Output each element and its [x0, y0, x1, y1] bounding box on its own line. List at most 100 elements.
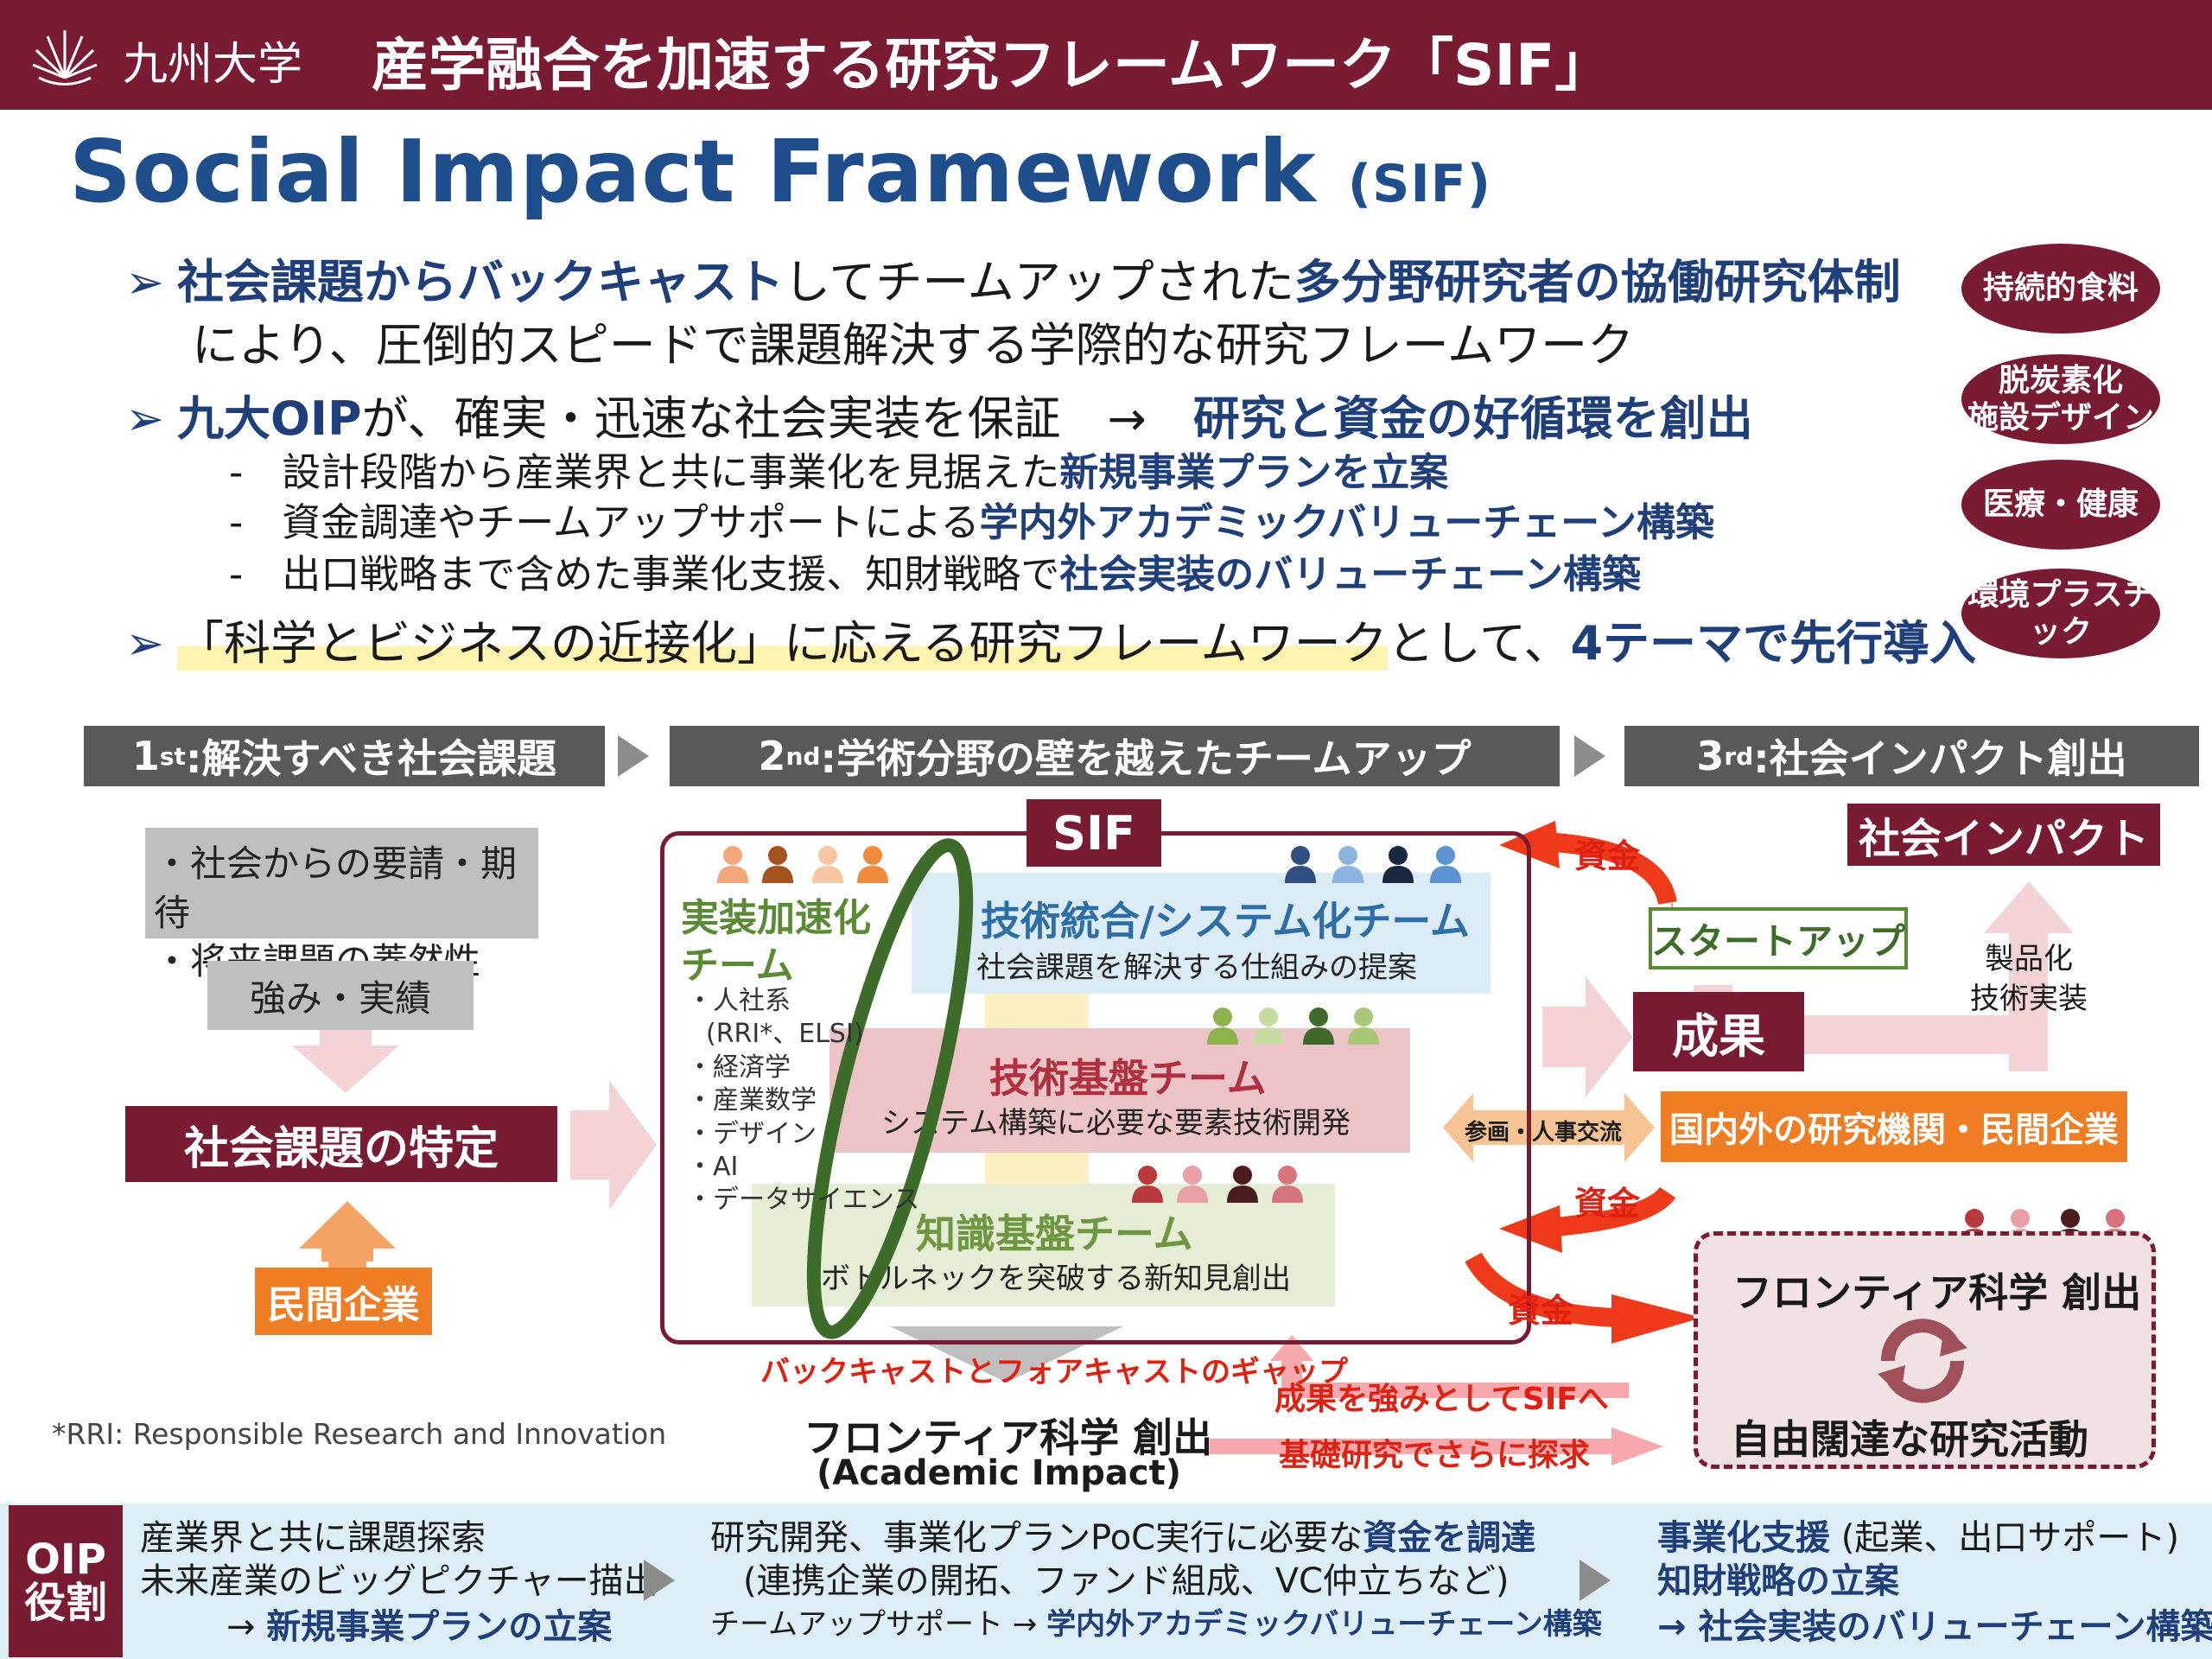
identify-box: 社会課題の特定 [125, 1106, 557, 1182]
accel-item: ・デザイン [687, 1118, 817, 1149]
theme-pill-food: 持続的食料 [1961, 244, 2160, 334]
footer-col1-line1: 産業界と共に課題探索 [140, 1518, 486, 1558]
oip-label-1: OIP [25, 1535, 106, 1584]
accel-team-title: 実装加速化 チーム [681, 894, 871, 989]
bullet-1-bold: 社会課題からバックキャスト [177, 255, 784, 309]
bullet-2: ➢九大OIPが、確実・迅速な社会実装を保証 → 研究と資金の好循環を創出 [125, 380, 1753, 448]
frontier-box-subtitle: 自由闊達な研究活動 [1731, 1416, 2088, 1463]
accel-team-list: ・人社系 (RRI*、ELSI) ・経済学 ・産業数学 ・デザイン ・AI ・デ… [687, 985, 919, 1217]
sub-bullet-3-text: - 出口戦略まで含めた事業化支援、知財戦略で [229, 551, 1060, 597]
cycle-icon [1878, 1319, 1967, 1403]
footer-col2-line1: 研究開発、事業化プランPoC実行に必要な資金を調達 [710, 1510, 1535, 1560]
bullet-1: ➢社会課題からバックキャストしてチームアップされた多分野研究者の協働研究体制 [125, 244, 1901, 312]
step-2-label: :学術分野の壁を越えたチームアップ [820, 735, 1471, 782]
tech-integration-desc: 社会課題を解決する仕組みの提案 [976, 950, 1417, 985]
academic-frontier-title: フロンティア科学 創出 [804, 1414, 1213, 1461]
footer-col1-line3: → 新規事業プランの立案 [226, 1599, 612, 1649]
accel-team-ellipse [806, 838, 974, 1339]
frontier-box: フロンティア科学 創出 自由闊達な研究活動 [1694, 1231, 2156, 1469]
bullet-arrow-icon: ➢ [125, 391, 165, 446]
sub-bullet-2-text: - 資金調達やチームアップサポートによる [229, 499, 980, 545]
header-title: 産学融合を加速する研究フレームワーク「SIF」 [372, 32, 1612, 99]
step-arrow-icon [1574, 735, 1605, 777]
footer-col1-bold: 新規事業プランの立案 [266, 1607, 613, 1647]
footer-col3-text: (起業、出口サポート) [1840, 1518, 2179, 1558]
startup-box: スタートアップ [1649, 907, 1908, 969]
tech-integration-title: 技術統合/システム化チーム [981, 898, 1471, 944]
tech-base-title: 技術基盤チーム [989, 1055, 1267, 1102]
bullet-arrow-icon: ➢ [125, 255, 165, 309]
sub-bullet-3: - 出口戦略まで含めた事業化支援、知財戦略で社会実装のバリューチェーン構築 [229, 543, 1641, 599]
bullet-arrow-icon: ➢ [125, 616, 165, 671]
frontier-box-title: フロンティア科学 創出 [1732, 1269, 2142, 1316]
footer-col3-line2: 知財戦略の立案 [1657, 1561, 1899, 1601]
university-emblem-icon [32, 30, 98, 86]
footer-col3-bold: 事業化支援 [1657, 1518, 1830, 1558]
exchange-label: 参画・人事交流 [1465, 1120, 1623, 1146]
feedback-label-2: 基礎研究でさらに探求 [1279, 1438, 1591, 1473]
bullet-1-bold2: 多分野研究者の協働研究体制 [1294, 255, 1901, 309]
knowledge-base-title: 知識基盤チーム [916, 1211, 1193, 1257]
step-1-sup: st [159, 741, 186, 771]
footer-arrow: → [226, 1607, 256, 1647]
sub-bullet-2: - 資金調達やチームアップサポートによる学内外アカデミックバリューチェーン構築 [229, 491, 1714, 547]
step-arrow-icon [618, 735, 649, 777]
social-impact-box: 社会インパクト [1847, 804, 2160, 866]
footer-arrow-icon [644, 1560, 675, 1601]
knowledge-base-team: 知識基盤チーム ボトルネックを突破する新知見創出 [752, 1184, 1335, 1306]
footer-col2-text: 研究開発、事業化プランPoC実行に必要な [710, 1518, 1363, 1558]
footer-col3-line3: → 社会実装のバリューチェーン構築 [1657, 1607, 2212, 1647]
step-3-label: :社会インパクト創出 [1753, 735, 2127, 782]
bullet-3-bold: 4テーマで先行導入 [1570, 616, 1977, 671]
university-name: 九州大学 [123, 39, 303, 91]
theme-pill-plastic: 環境プラスチック [1961, 569, 2160, 658]
productize-line-1: 製品化 [1985, 942, 2073, 976]
sub-bullet-1: - 設計段階から産業界と共に事業化を見据えた新規事業プランを立案 [229, 441, 1448, 497]
footer-col2-l3-text: チームアップサポート → [710, 1607, 1038, 1642]
footer-col1-line2: 未来産業のビッグピクチャー描出 [140, 1561, 658, 1601]
step-2-sup: nd [785, 741, 821, 771]
page-title-text: Social Impact Framework [69, 121, 1317, 222]
sub-bullet-1-text: - 設計段階から産業界と共に事業化を見据えた [229, 449, 1060, 495]
accel-team-title-2: チーム [681, 944, 794, 988]
bullet-3-text: として、 [1387, 616, 1571, 671]
result-box: 成果 [1633, 992, 1804, 1071]
footer-arrow-icon [1580, 1560, 1611, 1601]
oip-role-label: OIP 役割 [9, 1505, 123, 1657]
gap-label: バックキャストとフォアキャストのギャップ [760, 1355, 1348, 1389]
theme-pill-health: 医療・健康 [1961, 460, 2160, 550]
sub-bullet-3-bold: 社会実装のバリューチェーン構築 [1059, 551, 1642, 597]
tech-base-desc: システム構築に必要な要素技術開発 [881, 1106, 1351, 1141]
private-company-box: 民間企業 [255, 1268, 432, 1335]
oip-label-2: 役割 [23, 1579, 107, 1627]
footer-bar [0, 1503, 2212, 1659]
step-2-num: 2 [758, 733, 786, 779]
fund-label-3: 資金 [1508, 1292, 1574, 1330]
accel-item: ・経済学 [687, 1052, 791, 1083]
page-title-abbr: (SIF) [1347, 154, 1492, 214]
accel-item: ・AI [687, 1151, 739, 1182]
bullet-2-bold2: 研究と資金の好循環を創出 [1192, 391, 1753, 446]
step-1-label: :解決すべき社会課題 [185, 735, 557, 782]
accel-team-title-1: 実装加速化 [681, 896, 871, 940]
strength-box: 強み・実績 [207, 961, 474, 1030]
knowledge-base-desc: ボトルネックを突破する新知見創出 [821, 1262, 1291, 1296]
bullet-2-bold: 九大OIP [177, 391, 362, 446]
footer-col2-bold: 資金を調達 [1363, 1518, 1536, 1558]
bullet-3: ➢「科学とビジネスの近接化」に応える研究フレームワークとして、4テーマで先行導入 [125, 605, 1976, 673]
footer-col2-l3-bold: 学内外アカデミックバリューチェーン構築 [1046, 1607, 1602, 1642]
feedback-label-1: 成果を強みとしてSIFへ [1274, 1382, 1609, 1417]
bullet-1-text: してチームアップされた [784, 255, 1294, 309]
theme-pill-decarbon: 脱炭素化 施設デザイン [1961, 354, 2160, 444]
sub-bullet-2-bold: 学内外アカデミックバリューチェーン構築 [979, 499, 1715, 545]
academic-impact-label: (Academic Impact) [817, 1453, 1182, 1493]
rri-footnote: *RRI: Responsible Research and Innovatio… [52, 1417, 667, 1451]
productize-label: 製品化 技術実装 [1970, 940, 2088, 1020]
step-1-num: 1 [131, 733, 160, 779]
accel-item: ・産業数学 [687, 1085, 817, 1116]
footer-col3-line1: 事業化支援 (起業、出口サポート) [1657, 1510, 2179, 1560]
step-3-num: 3 [1696, 733, 1725, 779]
